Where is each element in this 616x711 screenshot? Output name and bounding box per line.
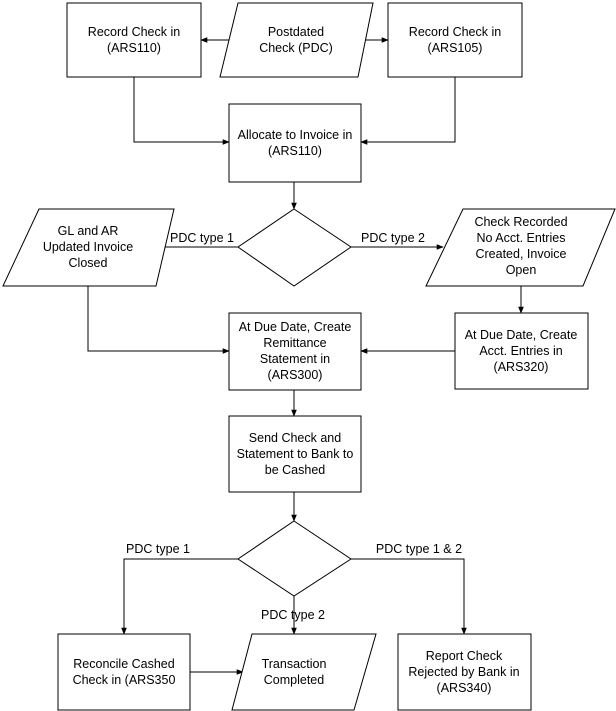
process-box-allocate-invoice bbox=[228, 103, 362, 183]
node-label-line: (ARS110) bbox=[268, 144, 322, 158]
node-label-line: Send Check and bbox=[249, 431, 341, 445]
edge-ars105-to-allocate bbox=[360, 77, 456, 145]
node-label-line: At Due Date, Create bbox=[239, 320, 352, 334]
node-label-line: Rejected by Bank in bbox=[408, 665, 519, 679]
node-label-line: Updated Invoice bbox=[43, 240, 133, 254]
node-label-line: Statement in bbox=[260, 352, 330, 366]
node-label-line: Open bbox=[506, 263, 537, 277]
process-box-create-acct-entries bbox=[454, 312, 589, 390]
process-box-report-rejected bbox=[397, 633, 532, 711]
node-label-allocate-invoice: Allocate to Invoice in (ARS110) bbox=[238, 128, 353, 158]
node-label-line: (ARS340) bbox=[437, 681, 492, 695]
data-parallelogram-transaction-completed bbox=[231, 633, 377, 711]
node-label-line: Reconcile Cashed bbox=[73, 657, 174, 671]
edges bbox=[87, 37, 524, 675]
node-label-line: Remittance bbox=[263, 336, 326, 350]
node-label-line: Check Recorded bbox=[474, 215, 567, 229]
edge-decision2-to-report bbox=[351, 558, 467, 635]
data-parallelogram-check-recorded bbox=[425, 208, 616, 287]
edge-decision2-to-reconcile bbox=[121, 558, 238, 635]
node-label-line: Acct. Entries in bbox=[479, 344, 562, 358]
decision-diamond-1 bbox=[237, 208, 352, 287]
edge-label-pdc-type-2-bottom: PDC type 2 bbox=[261, 608, 325, 622]
edge-ars110-to-allocate bbox=[133, 77, 230, 145]
data-parallelogram-postdated-check bbox=[219, 2, 374, 78]
edge-label-pdc-type-1-2-bottom: PDC type 1 & 2 bbox=[376, 542, 462, 556]
node-label-line: Report Check bbox=[426, 649, 503, 663]
decision-diamond-2 bbox=[237, 520, 352, 597]
node-label-line: (ARS105) bbox=[428, 41, 483, 55]
node-label-line: Transaction bbox=[262, 657, 327, 671]
node-label-record-check-ars110: Record Check in (ARS110) bbox=[88, 25, 180, 55]
node-label-line: GL and AR bbox=[58, 224, 119, 238]
process-box-send-check bbox=[228, 415, 362, 493]
edge-label-pdc-type-1-bottom: PDC type 1 bbox=[126, 542, 190, 556]
node-label-line: Record Check in bbox=[409, 25, 501, 39]
process-box-create-remittance bbox=[228, 312, 362, 391]
process-box-record-check-ars110 bbox=[66, 2, 202, 78]
node-label-line: (ARS320) bbox=[494, 360, 549, 374]
edge-label-pdc-type-1-top: PDC type 1 bbox=[170, 231, 234, 245]
node-label-line: (ARS300) bbox=[268, 368, 323, 382]
process-box-reconcile bbox=[57, 633, 191, 711]
node-label-line: Created, Invoice bbox=[475, 247, 566, 261]
node-label-line: Check (PDC) bbox=[259, 41, 333, 55]
edge-labels: PDC type 1 PDC type 2 PDC type 1 PDC typ… bbox=[126, 231, 462, 622]
node-label-line: At Due Date, Create bbox=[465, 328, 578, 342]
process-box-record-check-ars105 bbox=[387, 2, 523, 78]
node-label-line: Allocate to Invoice in bbox=[238, 128, 353, 142]
node-label-line: (ARS110) bbox=[107, 41, 161, 55]
node-label-line: No Acct. Entries bbox=[477, 231, 566, 245]
node-label-record-check-ars105: Record Check in (ARS105) bbox=[409, 25, 501, 55]
node-label-line: Postdated bbox=[268, 25, 324, 39]
node-label-line: Completed bbox=[264, 673, 324, 687]
node-label-line: Closed bbox=[69, 256, 108, 270]
edge-gl-ar-to-remittance bbox=[87, 286, 230, 354]
node-label-line: be Cashed bbox=[265, 463, 326, 477]
edge-label-pdc-type-2-top: PDC type 2 bbox=[361, 231, 425, 245]
node-label-line: Statement to Bank to bbox=[237, 447, 354, 461]
data-parallelogram-gl-ar-updated bbox=[2, 208, 175, 287]
node-label-line: Check in (ARS350 bbox=[73, 673, 176, 687]
node-label-line: Record Check in bbox=[88, 25, 180, 39]
